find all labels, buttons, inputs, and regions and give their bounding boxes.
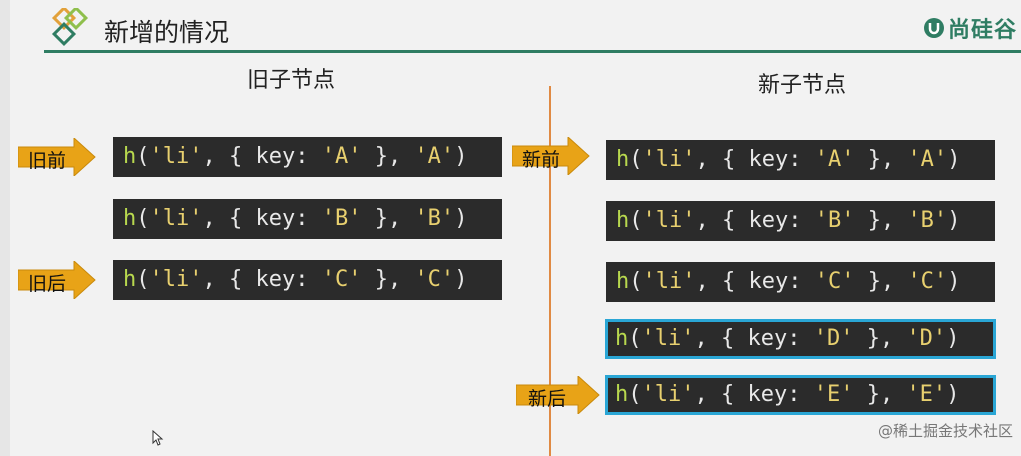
new-front-label: 新前 (522, 149, 561, 171)
old-back-label: 旧后 (28, 273, 67, 295)
column-divider (549, 86, 551, 456)
new-node-d: h('li', { key: 'D' }, 'D') (605, 319, 996, 359)
watermark: @稀土掘金技术社区 (877, 422, 1013, 440)
new-node-c: h('li', { key: 'C' }, 'C') (606, 262, 995, 302)
brand: 尚硅谷 (923, 12, 1017, 44)
old-node-a: h('li', { key: 'A' }, 'A') (113, 137, 502, 177)
old-front-arrow-icon (18, 138, 96, 176)
new-node-e: h('li', { key: 'E' }, 'E') (605, 375, 996, 415)
slide-left-edge (0, 0, 10, 456)
new-node-b: h('li', { key: 'B' }, 'B') (606, 201, 995, 241)
brand-name: 尚硅谷 (947, 18, 1017, 43)
old-back-arrow-icon (18, 261, 96, 299)
title-underline (44, 50, 1021, 53)
new-children-heading: 新子节点 (758, 73, 847, 98)
old-front-label: 旧前 (28, 150, 67, 172)
new-back-arrow-icon (516, 376, 600, 414)
old-children-heading: 旧子节点 (247, 68, 336, 93)
new-back-label: 新后 (528, 388, 567, 410)
old-node-b: h('li', { key: 'B' }, 'B') (113, 199, 502, 239)
new-node-a: h('li', { key: 'A' }, 'A') (606, 140, 995, 180)
page-title: 新增的情况 (104, 18, 230, 47)
diamond-logo-icon (51, 8, 89, 47)
brand-u-icon (923, 18, 944, 38)
mouse-cursor-icon (152, 430, 164, 446)
title-bar: 新增的情况 (44, 8, 1021, 50)
old-node-c: h('li', { key: 'C' }, 'C') (113, 260, 502, 300)
new-front-arrow-icon (512, 137, 590, 175)
